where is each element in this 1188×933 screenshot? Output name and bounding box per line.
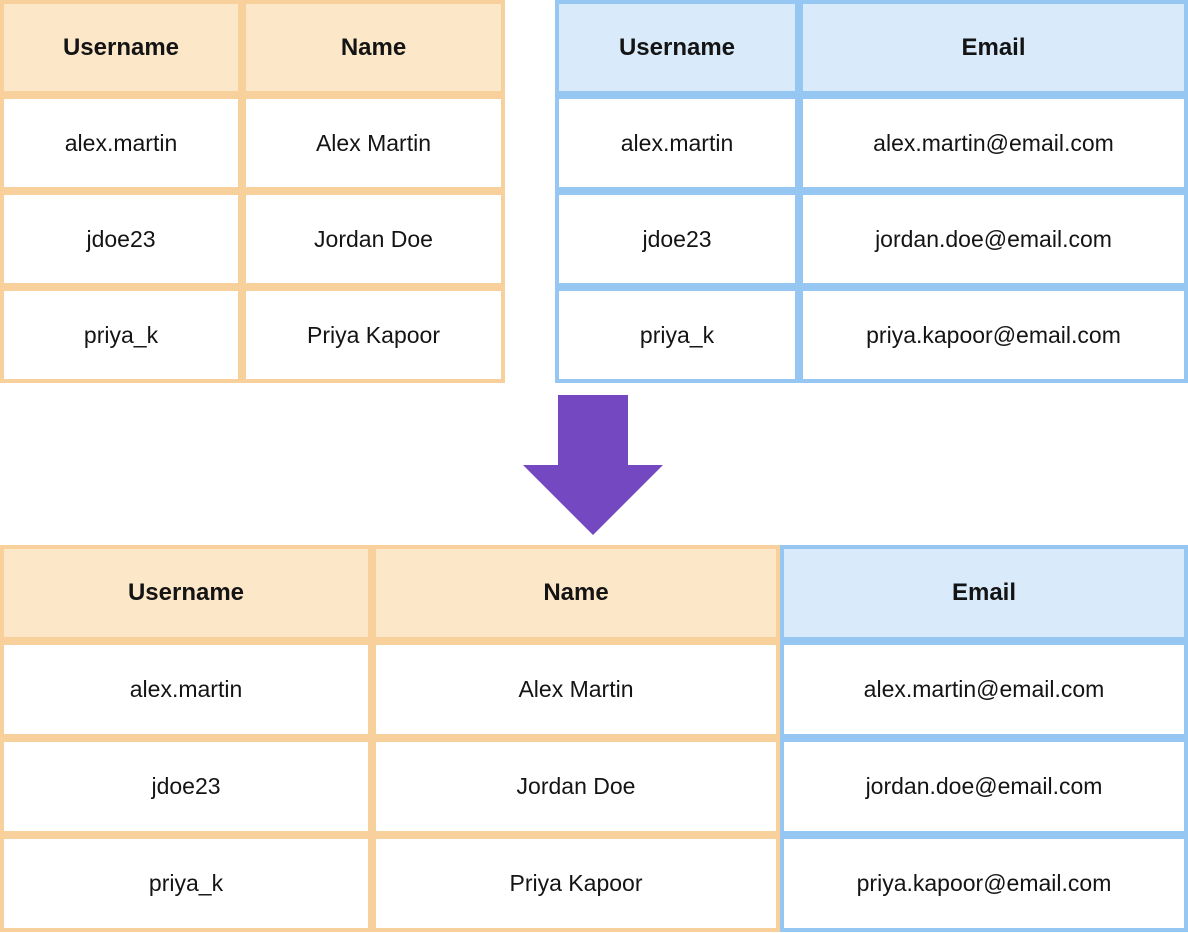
cell-username: priya_k (555, 287, 799, 383)
cell-name: Jordan Doe (242, 191, 505, 287)
cell-name: Priya Kapoor (242, 287, 505, 383)
joined-header-name: Name (372, 545, 780, 641)
users-table: Username Name alex.martin Alex Martin jd… (0, 0, 505, 383)
cell-username: jdoe23 (0, 191, 242, 287)
emails-table-header-row: Username Email (555, 0, 1188, 95)
users-table-header-row: Username Name (0, 0, 505, 95)
cell-email: alex.martin@email.com (780, 641, 1188, 738)
cell-username: jdoe23 (555, 191, 799, 287)
users-header-name: Name (242, 0, 505, 95)
cell-email: priya.kapoor@email.com (799, 287, 1188, 383)
cell-name: Priya Kapoor (372, 835, 780, 932)
table-row: priya_k priya.kapoor@email.com (555, 287, 1188, 383)
joined-header-email: Email (780, 545, 1188, 641)
table-row: alex.martin Alex Martin alex.martin@emai… (0, 641, 1188, 738)
emails-table: Username Email alex.martin alex.martin@e… (555, 0, 1188, 383)
cell-username: priya_k (0, 287, 242, 383)
joined-header-username: Username (0, 545, 372, 641)
joined-table: Username Name Email alex.martin Alex Mar… (0, 545, 1188, 932)
cell-email: jordan.doe@email.com (799, 191, 1188, 287)
table-row: jdoe23 jordan.doe@email.com (555, 191, 1188, 287)
table-row: jdoe23 Jordan Doe jordan.doe@email.com (0, 738, 1188, 835)
table-row: jdoe23 Jordan Doe (0, 191, 505, 287)
table-row: priya_k Priya Kapoor priya.kapoor@email.… (0, 835, 1188, 932)
cell-username: alex.martin (0, 641, 372, 738)
table-row: alex.martin alex.martin@email.com (555, 95, 1188, 191)
table-row: alex.martin Alex Martin (0, 95, 505, 191)
cell-email: jordan.doe@email.com (780, 738, 1188, 835)
cell-email: alex.martin@email.com (799, 95, 1188, 191)
down-arrow-icon (523, 395, 663, 535)
cell-name: Alex Martin (372, 641, 780, 738)
users-header-username: Username (0, 0, 242, 95)
cell-username: alex.martin (0, 95, 242, 191)
cell-username: jdoe23 (0, 738, 372, 835)
cell-username: alex.martin (555, 95, 799, 191)
cell-email: priya.kapoor@email.com (780, 835, 1188, 932)
cell-username: priya_k (0, 835, 372, 932)
emails-header-username: Username (555, 0, 799, 95)
table-row: priya_k Priya Kapoor (0, 287, 505, 383)
joined-table-header-row: Username Name Email (0, 545, 1188, 641)
cell-name: Jordan Doe (372, 738, 780, 835)
cell-name: Alex Martin (242, 95, 505, 191)
emails-header-email: Email (799, 0, 1188, 95)
